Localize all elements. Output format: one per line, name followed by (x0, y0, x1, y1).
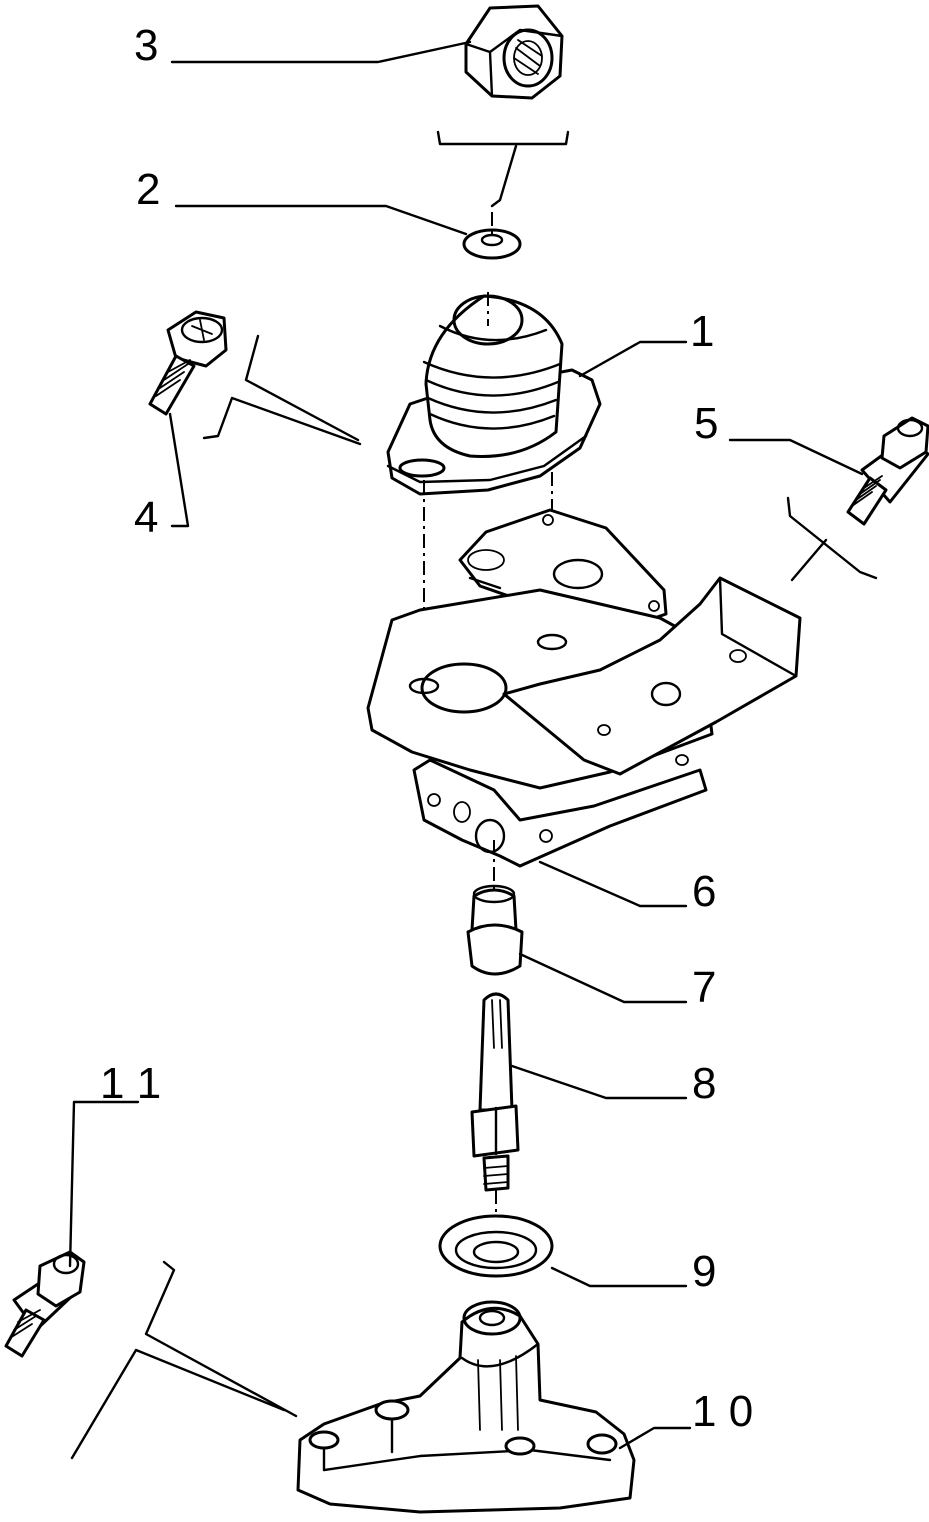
group-bracket-top (436, 130, 570, 208)
group-bracket-bottom (70, 1260, 298, 1460)
callout-10: 1 0 (692, 1387, 753, 1436)
leader-11 (68, 1100, 140, 1268)
leader-2 (174, 204, 468, 236)
leader-1 (578, 340, 688, 378)
group-bracket-left (202, 334, 362, 446)
callout-1: 1 (690, 307, 714, 356)
part-3-hex-nut (464, 4, 564, 100)
part-9-washer (438, 1214, 554, 1278)
leader-8 (510, 1064, 688, 1100)
part-10-base-bracket (296, 1300, 636, 1514)
part-7-sleeve (466, 884, 524, 976)
callout-3: 3 (134, 21, 158, 70)
leader-9 (550, 1266, 688, 1288)
callout-labels: 3 2 1 5 4 6 7 8 9 1 0 1 1 (100, 21, 753, 1436)
leader-3 (170, 40, 472, 64)
callout-8: 8 (692, 1059, 716, 1108)
callout-2: 2 (136, 165, 160, 214)
part-5-bolt (846, 416, 929, 526)
part-2-washer (462, 212, 522, 260)
group-bracket-right (786, 496, 878, 582)
leader-4 (168, 412, 190, 528)
part-4-bolt (148, 310, 228, 416)
leader-7 (518, 952, 688, 1004)
leader-5 (728, 438, 864, 476)
callout-4: 4 (134, 493, 158, 542)
leader-6 (538, 860, 688, 908)
callout-5: 5 (694, 399, 718, 448)
leader-10 (618, 1426, 692, 1450)
callout-7: 7 (692, 963, 716, 1012)
part-6-bracket (366, 508, 802, 894)
part-8-stud (470, 992, 520, 1248)
callout-11: 1 1 (100, 1059, 161, 1108)
callout-9: 9 (692, 1247, 716, 1296)
leader-lines (68, 40, 864, 1450)
part-11-bolt (4, 1250, 86, 1358)
callout-6: 6 (692, 867, 716, 916)
part-1-rubber-mount (386, 292, 602, 496)
